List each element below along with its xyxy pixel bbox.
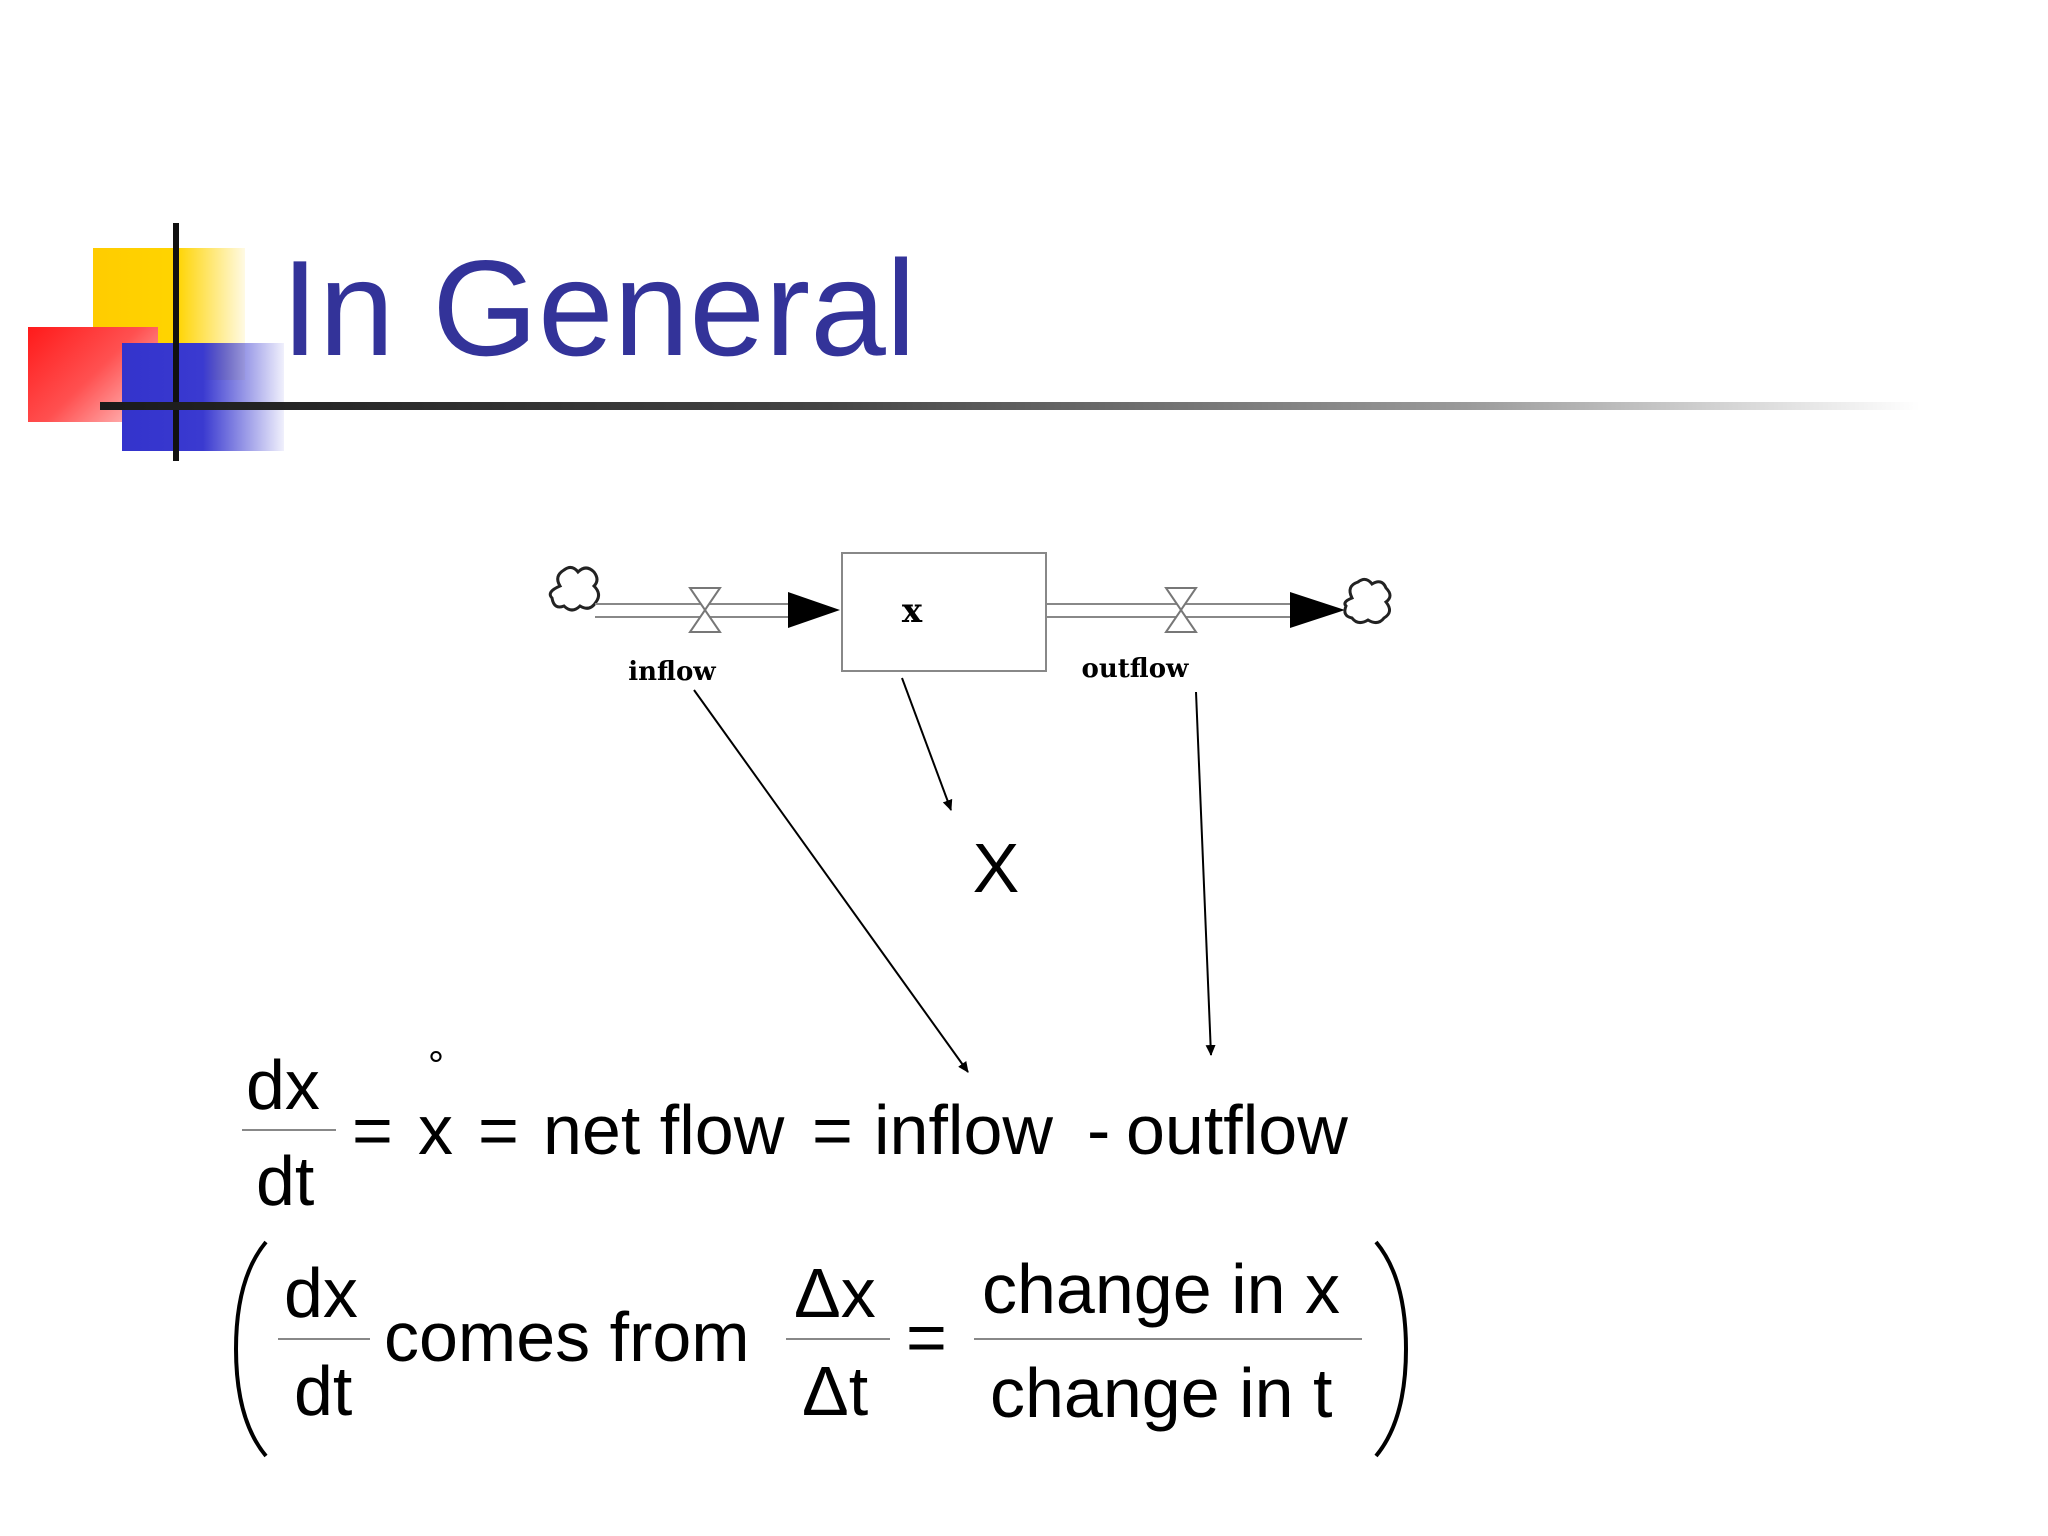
- eq1-net-flow: net flow: [543, 1091, 785, 1169]
- eq2-fraction3-bar: [974, 1338, 1362, 1340]
- arrow-outflow-to-equation: [1195, 691, 1216, 1056]
- eq1-equals-3: =: [812, 1091, 853, 1169]
- inflow-valve-icon: [688, 587, 722, 633]
- arrow-inflow-to-equation: [693, 689, 969, 1073]
- eq1-minus: -: [1087, 1091, 1111, 1169]
- eq1-equals-1: =: [352, 1091, 393, 1169]
- eq2-frac1-denominator: dt: [294, 1352, 353, 1430]
- eq1-outflow: outflow: [1126, 1091, 1348, 1169]
- eq1-frac-numerator: dx: [246, 1046, 320, 1124]
- stock-label: x: [902, 591, 923, 631]
- eq2-frac2-numerator: Δx: [794, 1254, 876, 1332]
- eq2-frac3-denominator: change in t: [990, 1354, 1333, 1432]
- eq2-fraction2-bar: [786, 1338, 890, 1340]
- eq1-inflow: inflow: [874, 1091, 1053, 1169]
- eq2-right-paren: [1374, 1240, 1409, 1458]
- title-underline: [100, 402, 1920, 410]
- eq1-frac-denominator: dt: [256, 1142, 315, 1220]
- eq2-comes-from: comes from: [384, 1298, 750, 1376]
- arrow-stock-to-x: [901, 677, 953, 811]
- eq1-x-dot: x: [418, 1091, 453, 1169]
- variable-x-label: X: [973, 829, 1020, 907]
- slide-title: In General: [281, 232, 917, 384]
- source-cloud-icon: [548, 565, 601, 612]
- decor-vertical-line: [173, 223, 179, 461]
- eq1-equals-2: =: [478, 1091, 519, 1169]
- outflow-label: outflow: [1082, 654, 1190, 684]
- inflow-label: inflow: [628, 657, 716, 687]
- eq2-frac2-denominator: Δt: [802, 1352, 869, 1430]
- eq2-equals: =: [906, 1298, 947, 1376]
- inflow-pipe: [595, 592, 840, 628]
- eq2-frac3-numerator: change in x: [982, 1250, 1341, 1328]
- sink-cloud-icon: [1343, 577, 1392, 625]
- eq2-frac1-numerator: dx: [284, 1254, 358, 1332]
- eq1-fraction-bar: [242, 1129, 336, 1131]
- stock-box: [841, 552, 1047, 672]
- eq2-fraction1-bar: [278, 1338, 370, 1340]
- outflow-valve-icon: [1164, 587, 1198, 633]
- eq2-left-paren: [233, 1240, 268, 1458]
- outflow-pipe: [1047, 592, 1345, 628]
- decor-blue-square: [122, 343, 284, 451]
- eq1-dot-mark: °: [428, 1044, 444, 1088]
